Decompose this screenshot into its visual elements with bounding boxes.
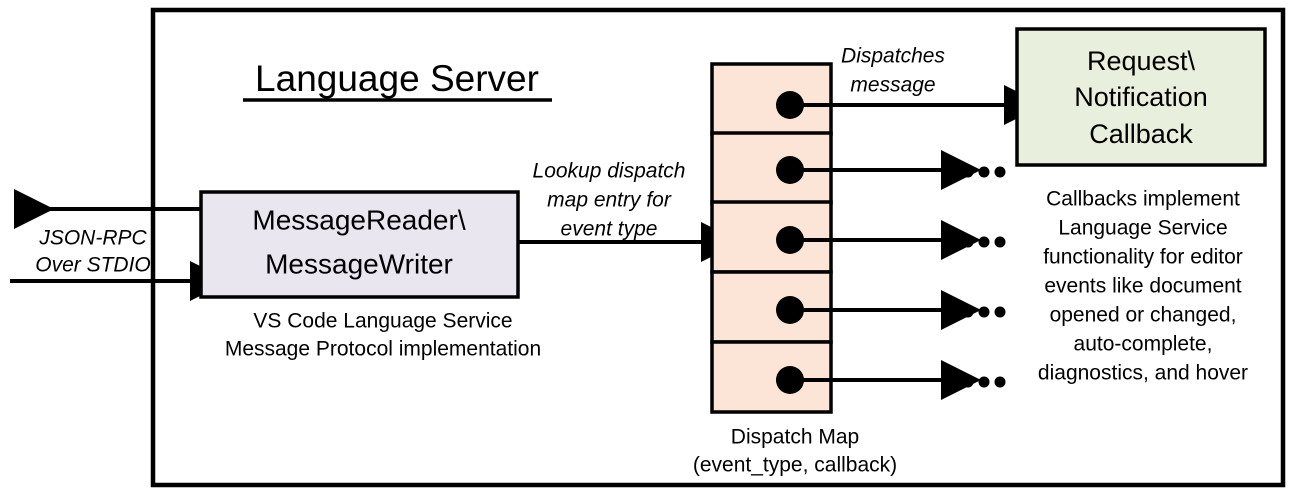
dispatch-map-caption-line2: (event_type, callback) xyxy=(693,454,897,477)
io-protocol-label-line2: Over STDIO xyxy=(35,254,151,277)
dispatch-label-line1: Dispatches xyxy=(841,45,945,68)
message-box-caption-line1: VS Code Language Service xyxy=(253,310,512,333)
ellipsis xyxy=(962,166,1006,178)
message-reader-writer-line1: MessageReader\ xyxy=(252,204,465,235)
callback-note-line4: events like document xyxy=(1044,275,1241,298)
callback-note-line1: Callbacks implement xyxy=(1046,188,1240,211)
dispatch-map-caption-line1: Dispatch Map xyxy=(731,426,859,449)
callback-box-line2: Notification xyxy=(1074,82,1208,112)
io-protocol-label-line1: JSON-RPC xyxy=(38,227,147,250)
table-row[interactable] xyxy=(710,62,833,136)
lookup-label-line2: map entry for xyxy=(547,189,672,212)
callback-note-line7: diagnostics, and hover xyxy=(1038,362,1248,385)
callback-box-line1: Request\ xyxy=(1087,46,1196,76)
callback-note-line3: functionality for editor xyxy=(1043,246,1243,269)
callback-note-line2: Language Service xyxy=(1058,217,1227,240)
page-title: Language Server xyxy=(255,58,539,99)
ellipsis xyxy=(962,236,1006,248)
lookup-label-line3: event type xyxy=(561,218,658,241)
table-row[interactable] xyxy=(710,340,833,414)
callback-note-line6: auto-complete, xyxy=(1074,333,1213,356)
callback-note-line5: opened or changed, xyxy=(1050,304,1237,327)
dispatch-label-line2: message xyxy=(850,74,935,97)
table-row[interactable] xyxy=(710,200,833,274)
message-reader-writer-line2: MessageWriter xyxy=(265,248,453,279)
callback-box-line3: Callback xyxy=(1089,119,1193,149)
table-row[interactable] xyxy=(710,270,833,344)
message-box-caption-line2: Message Protocol implementation xyxy=(225,338,541,361)
lookup-label-line1: Lookup dispatch xyxy=(533,160,686,183)
message-reader-writer-box[interactable] xyxy=(199,190,520,299)
request-notification-callback-box[interactable] xyxy=(1015,27,1267,167)
ellipsis xyxy=(962,306,1006,318)
language-server-boundary xyxy=(150,7,1286,488)
ellipsis xyxy=(962,376,1006,388)
